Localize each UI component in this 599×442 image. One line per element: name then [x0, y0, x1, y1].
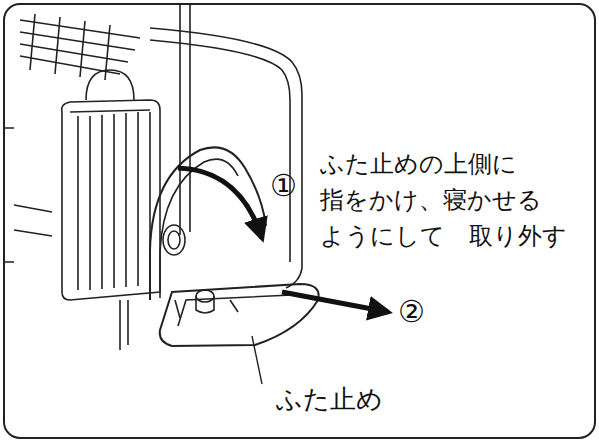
edge-mark: [4, 128, 14, 262]
dish-rack: [14, 4, 319, 384]
instruction-note: ふた止めの上側に 指をかけ、寝かせる ようにして 取り外す: [320, 146, 592, 254]
pull-arrow: [282, 292, 388, 312]
frame: [4, 4, 595, 438]
callout-number: ②: [398, 294, 425, 330]
callout-number: ①: [270, 168, 297, 204]
part-name: ふた止め: [276, 384, 383, 415]
rotate-arrow: [178, 168, 262, 238]
